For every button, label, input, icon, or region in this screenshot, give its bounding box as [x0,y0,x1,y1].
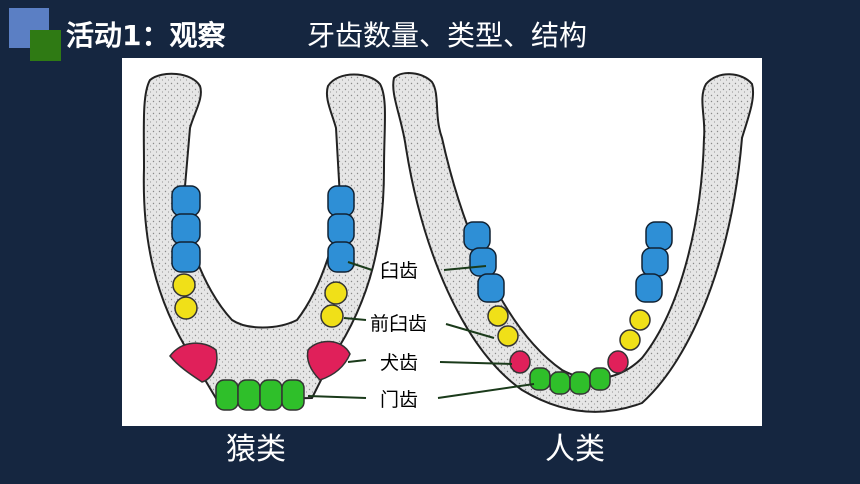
ape-premolars-right [320,281,348,328]
slide-title: 活动1：观察 [66,19,226,52]
human-jaw [392,72,754,413]
human-premolars-right [619,309,651,351]
caption-ape: 猿类 [226,432,286,467]
ape-molars-right [327,185,355,273]
caption-human: 人类 [545,432,605,467]
label-molar: 臼齿 [380,260,418,282]
human-molars-left [463,221,505,303]
ape-premolars-left [172,273,198,320]
slide-subtitle: 牙齿数量、类型、结构 [307,19,588,52]
jaw-diagram: 臼齿 前臼齿 犬齿 门齿 [122,58,762,426]
jaw-diagram-svg: 臼齿 前臼齿 犬齿 门齿 [142,72,754,413]
human-incisors [529,367,611,395]
human-molars-right [635,221,673,303]
label-incisor: 门齿 [380,389,418,411]
human-canine-left [509,350,531,374]
decor-square-green [30,30,61,61]
label-canine: 犬齿 [380,352,418,374]
human-premolars-left [487,305,519,347]
ape-molars-left [171,185,201,273]
label-premolar: 前臼齿 [370,313,427,335]
ape-incisors [215,379,305,411]
leader-lines [307,261,535,399]
human-canine-right [607,350,629,374]
ape-canine-right [306,340,351,381]
human-jaw-bone [392,72,754,413]
ape-jaw [142,72,386,411]
ape-canine-left [169,342,218,383]
